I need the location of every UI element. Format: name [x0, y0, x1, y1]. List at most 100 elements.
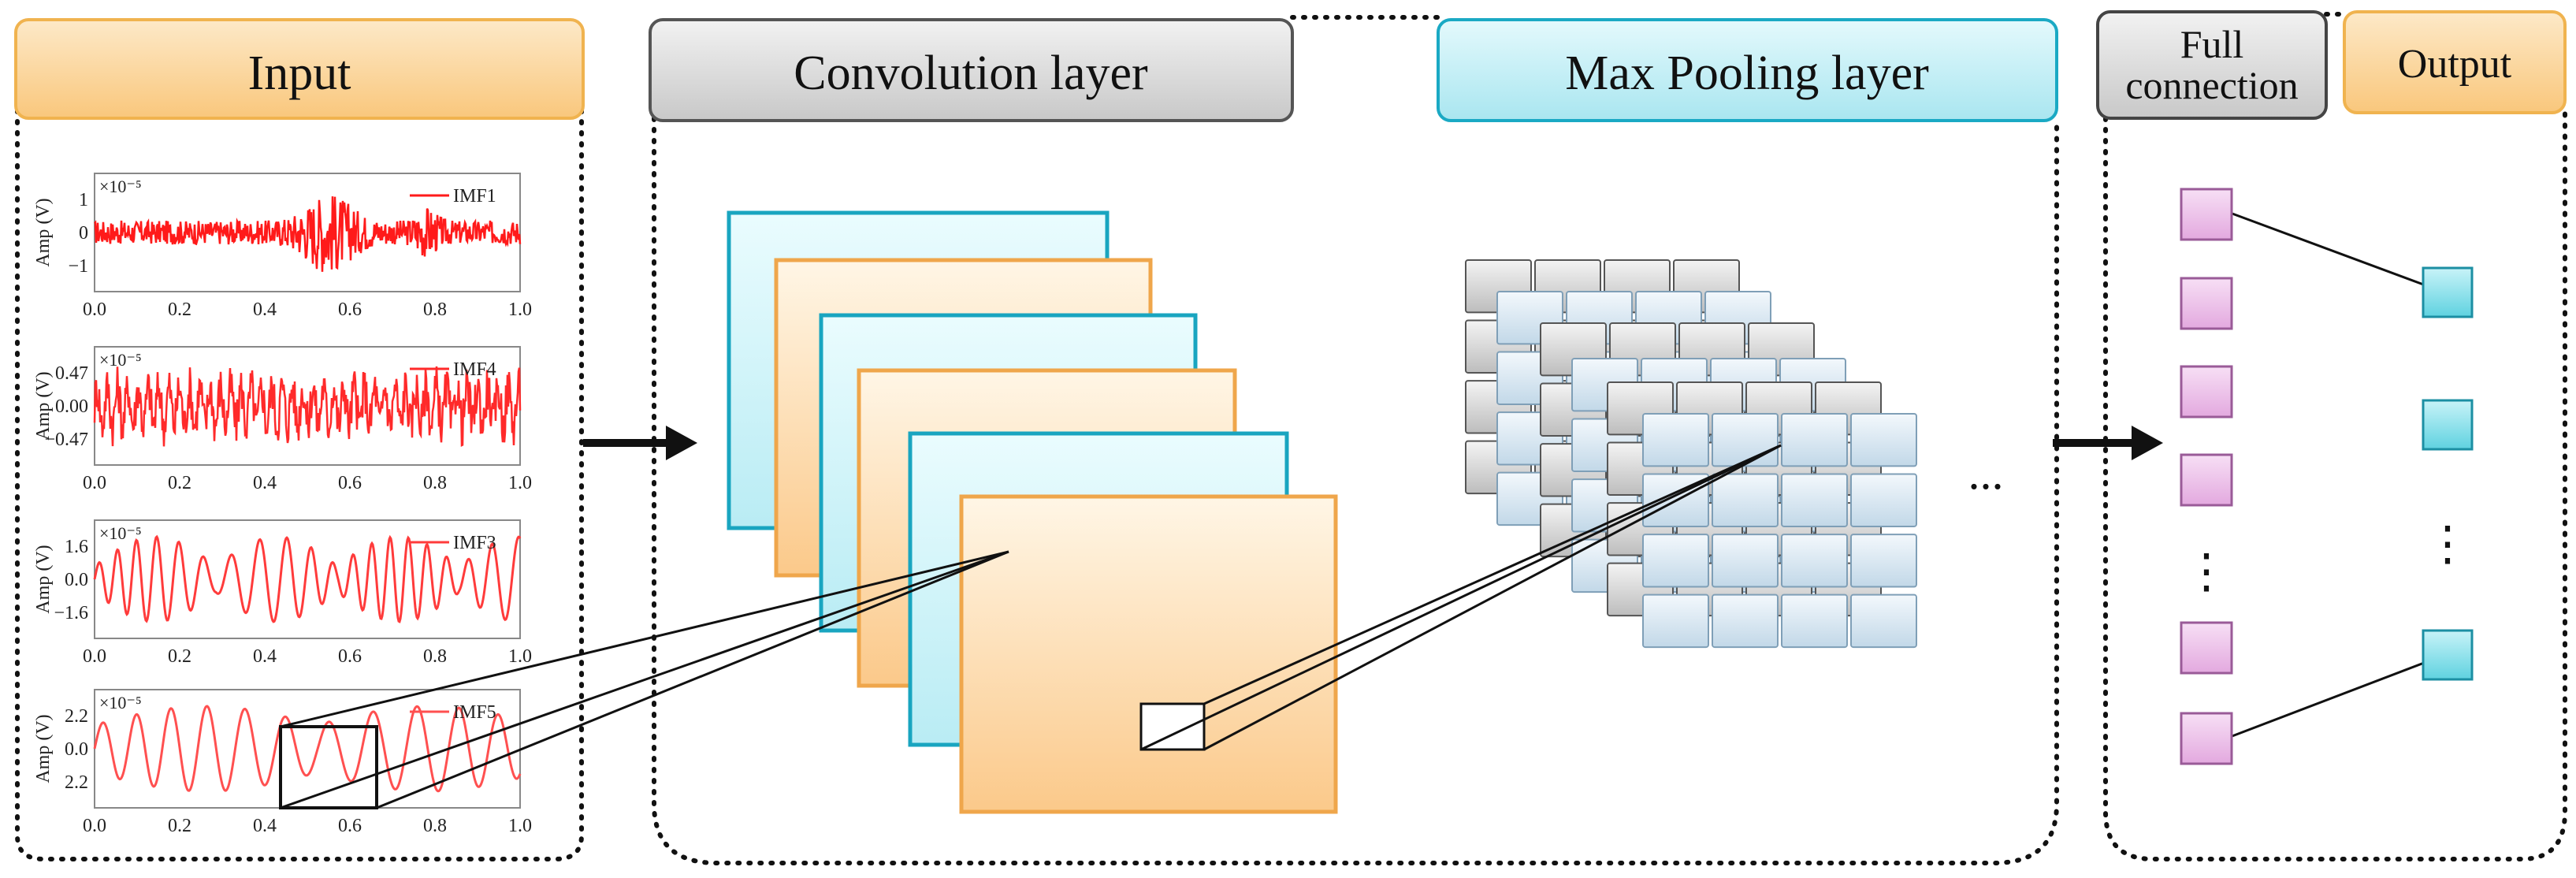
y-tick-label: 0.0 [65, 570, 88, 590]
pooling-cell [1850, 473, 1917, 527]
x-tick-label: 0.4 [253, 473, 277, 493]
max-pooling-feature-maps [1465, 259, 1917, 649]
fc-node [2180, 188, 2233, 241]
waveform [93, 534, 522, 623]
convolution-feature-maps [727, 210, 1338, 814]
input-header: Input [14, 18, 585, 120]
pooling-cell [1781, 593, 1848, 649]
legend-label: IMF5 [453, 702, 496, 723]
y-tick-label: 0.0 [65, 739, 88, 760]
pooling-cell [1642, 413, 1709, 467]
x-tick-label: 0.0 [83, 473, 106, 493]
fc-node [2180, 277, 2233, 330]
max-pooling-header-label: Max Pooling layer [1565, 47, 1929, 100]
pooling-cell [1781, 534, 1848, 588]
y-tick-label: −1 [68, 256, 88, 277]
fully-connected-nodes: ⋮ [2180, 188, 2448, 765]
output-header: Output [2343, 10, 2567, 114]
x-tick-label: 0.2 [168, 473, 191, 493]
x-tick-label: 0.8 [423, 816, 447, 836]
pooling-cell [1781, 413, 1848, 467]
x-tick-label: 0.8 [423, 299, 447, 320]
pooling-cell [1781, 473, 1848, 527]
scale-label: ×10⁻⁵ [99, 350, 142, 370]
convolution-header: Convolution layer [649, 18, 1294, 122]
output-header-label: Output [2398, 42, 2512, 87]
waveform [93, 366, 522, 448]
pooling-ellipsis: ... [1968, 447, 2004, 499]
pooling-cell [1850, 413, 1917, 467]
y-tick-label: 2.2 [65, 706, 88, 727]
y-tick-label: 0.47 [55, 363, 88, 384]
input-header-label: Input [248, 47, 351, 100]
receptive-field-lines [280, 444, 1782, 809]
convolution-header-label: Convolution layer [794, 47, 1148, 100]
full-connection-label-line2: connection [2125, 63, 2298, 107]
pooling-cell [1712, 534, 1779, 588]
waveform [93, 705, 522, 793]
output-node [2422, 399, 2474, 451]
middle-section-frame [652, 15, 2059, 865]
x-tick-label: 1.0 [508, 473, 532, 493]
x-tick-label: 0.2 [168, 299, 191, 320]
pooling-cell [1712, 413, 1779, 467]
legend-label: IMF3 [453, 533, 496, 553]
x-tick-label: 1.0 [508, 299, 532, 320]
full-connection-label-line1: Full [2180, 22, 2244, 66]
waveform [94, 196, 522, 272]
conv-kernel-window [1139, 702, 1206, 751]
y-tick-label: 2.2 [65, 772, 88, 793]
scale-label: ×10⁻⁵ [99, 693, 142, 712]
fc-node [2180, 453, 2233, 507]
y-axis-label: Amp (V) [33, 545, 54, 613]
y-tick-label: 1.6 [65, 537, 88, 557]
x-tick-label: 1.0 [508, 646, 532, 667]
signal-window [279, 725, 378, 809]
x-tick-label: 0.4 [253, 299, 277, 320]
pooling-cell [1850, 593, 1917, 649]
x-tick-label: 0.0 [83, 646, 106, 667]
fc-edge-top [2229, 211, 2448, 295]
y-tick-label: 0.00 [55, 396, 88, 417]
fc-node [2180, 621, 2233, 675]
scale-label: ×10⁻⁵ [99, 177, 142, 196]
pooling-cell [1642, 534, 1709, 588]
legend-label: IMF1 [453, 186, 496, 206]
y-tick-label: −0.47 [44, 430, 88, 450]
y-axis-label: Amp (V) [33, 714, 54, 783]
arrow-to-full-connection [2053, 426, 2163, 460]
fc-ellipsis: ⋮ [2183, 545, 2230, 597]
output-node [2422, 266, 2474, 318]
max-pooling-header: Max Pooling layer [1437, 18, 2058, 122]
y-axis-label: Amp (V) [33, 371, 54, 440]
output-node [2422, 629, 2474, 681]
pooling-cell [1642, 593, 1709, 649]
x-tick-label: 0.6 [338, 646, 362, 667]
x-tick-label: 0.2 [168, 646, 191, 667]
output-section-frame [2103, 12, 2567, 861]
x-tick-label: 0.0 [83, 299, 106, 320]
pooling-cell [1712, 593, 1779, 649]
x-tick-label: 0.4 [253, 646, 277, 667]
legend-label: IMF4 [453, 359, 496, 380]
pooling-cell [1850, 534, 1917, 588]
arrow-to-convolution [583, 426, 697, 460]
output-nodes: ⋮ [2422, 266, 2474, 681]
x-tick-label: 0.8 [423, 473, 447, 493]
fc-node [2180, 365, 2233, 419]
x-tick-label: 0.0 [83, 816, 106, 836]
y-axis-label: Amp (V) [33, 198, 54, 266]
x-tick-label: 0.2 [168, 816, 191, 836]
y-tick-label: −1.6 [54, 603, 88, 623]
full-connection-header: Full connection [2096, 10, 2328, 120]
y-tick-label: 1 [79, 190, 88, 210]
x-tick-label: 0.6 [338, 816, 362, 836]
x-tick-label: 0.6 [338, 299, 362, 320]
fc-node [2180, 712, 2233, 765]
pooling-cell [1712, 473, 1779, 527]
